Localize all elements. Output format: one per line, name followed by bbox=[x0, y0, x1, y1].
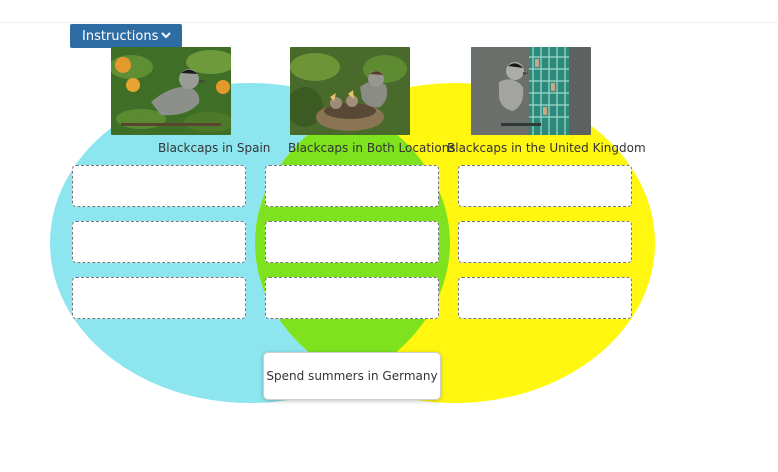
blackcap-in-orange-tree-photo bbox=[111, 47, 231, 135]
dropzone-both-3[interactable] bbox=[265, 277, 439, 319]
column-label-uk: Blackcaps in the United Kingdom bbox=[447, 141, 646, 155]
top-divider bbox=[0, 22, 778, 23]
blackcap-nest-with-chicks-photo bbox=[290, 47, 410, 135]
dropzone-spain-3[interactable] bbox=[72, 277, 246, 319]
dropzone-uk-3[interactable] bbox=[458, 277, 632, 319]
dropzone-both-2[interactable] bbox=[265, 221, 439, 263]
venn-overlap-both bbox=[255, 83, 450, 403]
column-label-both: Blackcaps in Both Locations bbox=[288, 141, 456, 155]
draggable-card[interactable]: Spend summers in Germany bbox=[263, 352, 441, 400]
column-label-spain: Blackcaps in Spain bbox=[158, 141, 271, 155]
dropzone-uk-1[interactable] bbox=[458, 165, 632, 207]
dropzone-spain-2[interactable] bbox=[72, 221, 246, 263]
dropzone-both-1[interactable] bbox=[265, 165, 439, 207]
chevron-down-icon bbox=[161, 32, 171, 39]
dropzone-spain-1[interactable] bbox=[72, 165, 246, 207]
instructions-button[interactable]: Instructions bbox=[70, 24, 182, 48]
dropzone-uk-2[interactable] bbox=[458, 221, 632, 263]
draggable-card-label: Spend summers in Germany bbox=[266, 369, 438, 383]
instructions-label: Instructions bbox=[82, 28, 159, 44]
blackcap-at-feeder-photo bbox=[471, 47, 591, 135]
